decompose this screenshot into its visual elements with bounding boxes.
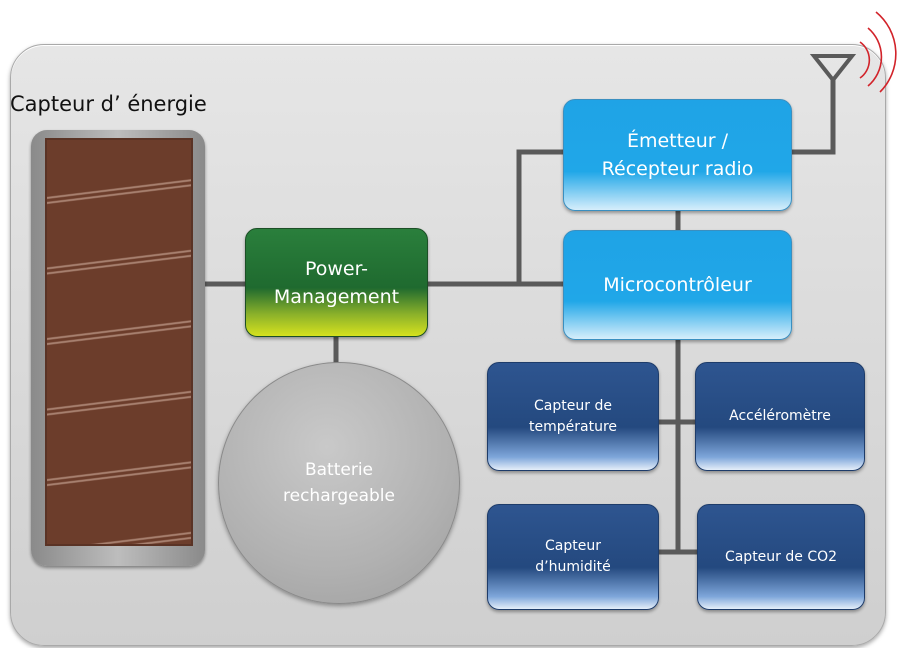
energy-harvester-label: Capteur d’ énergie <box>10 92 207 116</box>
co2-label: Capteur de CO2 <box>724 548 838 565</box>
temperature-line1: Capteur de <box>534 397 612 414</box>
antenna-icon <box>809 54 857 84</box>
microcontroller-box: Microcontrôleur <box>563 230 792 340</box>
accelerometer-label: Accéléromètre <box>729 408 831 424</box>
temperature-sensor-box: Capteur de température <box>487 362 659 471</box>
wire-radio-to-antenna <box>789 77 836 155</box>
power-management-box: Power- Management <box>245 228 428 337</box>
power-management-line1: Power- <box>304 257 369 280</box>
microcontroller-label: Microcontrôleur <box>603 274 752 296</box>
radio-transceiver-box: Émetteur / Récepteur radio <box>563 99 792 211</box>
humidity-sensor-box: Capteur d’humidité <box>487 504 659 610</box>
battery-line2: rechargeable <box>283 486 395 506</box>
solar-panel-surface <box>45 138 193 546</box>
humidity-line1: Capteur <box>545 538 601 554</box>
humidity-line2: d’humidité <box>535 559 611 575</box>
co2-sensor-box: Capteur de CO2 <box>697 504 865 610</box>
power-management-line2: Management <box>273 285 400 308</box>
accelerometer-box: Accéléromètre <box>695 362 865 471</box>
battery-line1: Batterie <box>304 460 374 480</box>
wire-branch-to-radio <box>516 149 566 287</box>
temperature-line2: température <box>529 418 617 435</box>
radio-line1: Émetteur / <box>626 130 729 152</box>
radio-line2: Récepteur radio <box>601 158 754 180</box>
battery-circle: Batterie rechargeable <box>218 362 460 604</box>
solar-panel <box>31 130 205 566</box>
signal-waves-icon <box>859 11 897 93</box>
